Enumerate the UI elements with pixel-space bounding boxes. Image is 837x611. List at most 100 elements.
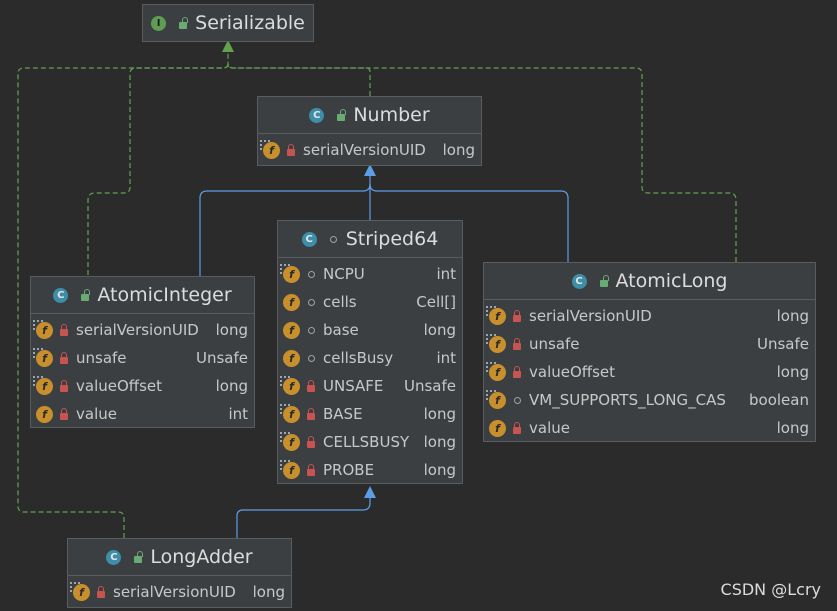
edge-implements-number-serializable [227, 46, 371, 96]
field-type: long [442, 141, 475, 159]
field-name: serialVersionUID [303, 141, 426, 159]
field-row[interactable]: f serialVersionUID long [258, 136, 481, 164]
private-lock-icon [511, 337, 523, 350]
field-icon: f [489, 419, 506, 437]
arrowhead-number [364, 164, 376, 176]
static-field-icon: f [486, 305, 506, 325]
public-visibility-icon [132, 550, 144, 563]
node-longadder-title: LongAdder [150, 546, 253, 568]
node-serializable[interactable]: I Serializable [142, 4, 314, 42]
node-longadder[interactable]: C LongAdder f serialVersionUID long [67, 538, 292, 608]
private-lock-icon [511, 421, 523, 434]
field-type: int [436, 265, 456, 283]
field-name: CELLSBUSY [323, 433, 410, 451]
interface-icon: I [151, 15, 167, 31]
field-row[interactable]: f value long [484, 414, 815, 442]
field-name: BASE [323, 405, 363, 423]
field-name: valueOffset [76, 377, 163, 395]
node-atomiclong[interactable]: C AtomicLong f serialVersionUID long f u… [483, 262, 816, 442]
static-field-icon: f [280, 403, 300, 423]
field-row[interactable]: f serialVersionUID long [484, 302, 815, 330]
static-field-icon: f [33, 347, 53, 367]
field-row[interactable]: f CELLSBUSY long [278, 428, 462, 456]
static-field-icon: f [280, 375, 300, 395]
field-name: serialVersionUID [76, 321, 199, 339]
node-number[interactable]: C Number f serialVersionUID long [257, 96, 482, 166]
field-name: PROBE [323, 461, 375, 479]
private-lock-icon [58, 379, 70, 392]
private-lock-icon [285, 143, 297, 156]
private-lock-icon [58, 323, 70, 336]
field-type: long [776, 307, 809, 325]
field-row[interactable]: f NCPU int [278, 260, 462, 288]
static-field-icon: f [280, 459, 300, 479]
node-striped64-fields: f NCPU int f cells Cell[] f base long f … [278, 257, 462, 486]
field-row[interactable]: f serialVersionUID long [68, 578, 291, 606]
field-row[interactable]: f serialVersionUID long [31, 316, 254, 344]
field-name: serialVersionUID [113, 583, 236, 601]
node-striped64-title: Striped64 [345, 228, 439, 250]
node-atomicinteger[interactable]: C AtomicInteger f serialVersionUID long … [30, 276, 255, 428]
static-field-icon: f [260, 139, 280, 159]
field-row[interactable]: f cellsBusy int [278, 344, 462, 372]
node-serializable-header: I Serializable [143, 5, 313, 41]
static-field-icon: f [486, 361, 506, 381]
field-name: base [323, 321, 359, 339]
class-icon: C [106, 549, 122, 565]
node-number-fields: f serialVersionUID long [258, 133, 481, 166]
node-atomiclong-header: C AtomicLong [484, 263, 815, 299]
package-visibility-icon [305, 296, 317, 308]
field-row[interactable]: f UNSAFE Unsafe [278, 372, 462, 400]
edge-extends-atomiclong-number [369, 183, 569, 262]
node-longadder-header: C LongAdder [68, 539, 291, 575]
abstract-class-icon: C [301, 231, 317, 247]
field-type: long [423, 405, 456, 423]
edge-implements-atomicinteger-serializable [87, 63, 229, 275]
public-visibility-icon [335, 108, 347, 121]
field-icon: f [283, 321, 300, 339]
node-striped64[interactable]: C Striped64 f NCPU int f cells Cell[] f … [277, 220, 463, 484]
private-lock-icon [511, 365, 523, 378]
field-name: cellsBusy [323, 349, 394, 367]
static-field-icon: f [486, 389, 506, 409]
field-type: long [776, 419, 809, 437]
node-longadder-fields: f serialVersionUID long [68, 575, 291, 608]
field-row[interactable]: f BASE long [278, 400, 462, 428]
edge-extends-longadder-striped64 [236, 494, 371, 538]
field-type: long [252, 583, 285, 601]
field-icon: f [283, 349, 300, 367]
field-type: Unsafe [403, 377, 456, 395]
node-atomicinteger-header: C AtomicInteger [31, 277, 254, 313]
field-row[interactable]: f valueOffset long [31, 372, 254, 400]
field-icon: f [36, 405, 53, 423]
field-type: long [423, 461, 456, 479]
field-row[interactable]: f PROBE long [278, 456, 462, 484]
field-name: unsafe [529, 335, 580, 353]
field-type: Cell[] [416, 293, 456, 311]
static-field-icon: f [70, 581, 90, 601]
field-name: valueOffset [529, 363, 616, 381]
field-row[interactable]: f cells Cell[] [278, 288, 462, 316]
abstract-class-icon: C [309, 107, 325, 123]
package-visibility-icon [305, 324, 317, 336]
static-field-icon: f [280, 431, 300, 451]
field-row[interactable]: f unsafe Unsafe [484, 330, 815, 358]
field-row[interactable]: f value int [31, 400, 254, 428]
private-lock-icon [305, 435, 317, 448]
watermark: CSDN @Lcry [720, 580, 821, 599]
field-type: long [776, 363, 809, 381]
field-type: int [436, 349, 456, 367]
field-row[interactable]: f valueOffset long [484, 358, 815, 386]
field-row[interactable]: f unsafe Unsafe [31, 344, 254, 372]
package-visibility-icon [305, 268, 317, 280]
package-visibility-icon [511, 394, 523, 406]
field-row[interactable]: f base long [278, 316, 462, 344]
edge-implements-atomiclong-serializable [227, 63, 737, 262]
private-lock-icon [305, 463, 317, 476]
field-row[interactable]: f VM_SUPPORTS_LONG_CAS boolean [484, 386, 815, 414]
field-icon: f [283, 293, 300, 311]
node-atomiclong-fields: f serialVersionUID long f unsafe Unsafe … [484, 299, 815, 444]
field-name: unsafe [76, 349, 127, 367]
private-lock-icon [95, 585, 107, 598]
